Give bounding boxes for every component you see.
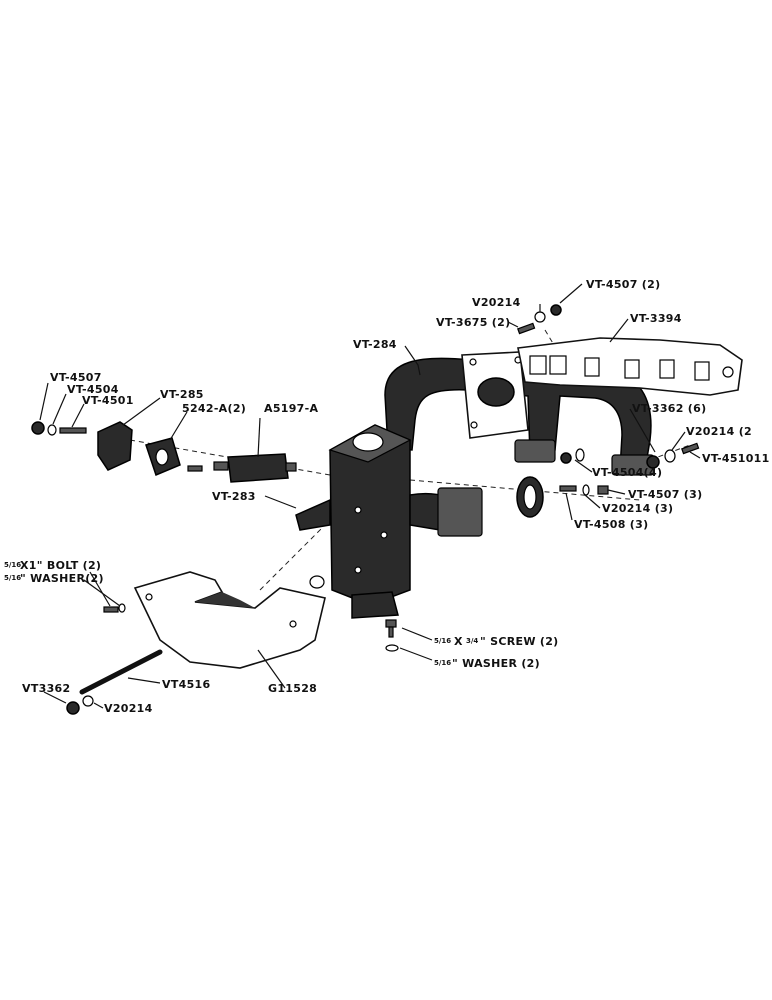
label-vt3362-left: VT3362 (22, 682, 70, 695)
label-vt4504-left: VT-4504 (67, 383, 119, 396)
right-fasteners (559, 442, 700, 496)
nut-vt4507-left (31, 421, 45, 435)
label-v20214-bottom: V20214 (104, 702, 153, 715)
label-a5197a: A5197-A (264, 402, 318, 415)
leader-lines (39, 283, 701, 709)
label-vt3675: VT-3675 (2) (436, 316, 510, 329)
thermostat-valve-assembly (31, 421, 297, 483)
label-g11528: G11528 (268, 682, 317, 695)
label-vt284: VT-284 (353, 338, 397, 351)
frac-washer: 5/16 (4, 574, 21, 582)
label-screw: " SCREW (2) (480, 635, 559, 648)
top-fasteners (517, 304, 562, 335)
label-vt4507-left: VT-4507 (50, 371, 102, 384)
frac-screw-a: 5/16 (434, 637, 451, 645)
label-vt4516: VT4516 (162, 678, 210, 691)
label-5242a: 5242-A(2) (182, 402, 246, 415)
manifold-gasket-vt3394 (517, 337, 743, 396)
part-labels: VT-4507 (2) V20214 VT-3675 (2) VT-3394 V… (4, 278, 770, 715)
exhaust-manifold-vt284 (384, 351, 655, 476)
label-vt285: VT-285 (160, 388, 204, 401)
label-v20214-right: V20214 (2 (686, 425, 752, 438)
heat-shield-g11528 (133, 571, 326, 669)
label-vt283: VT-283 (212, 490, 256, 503)
heat-chamber-vt283 (295, 424, 483, 619)
stud-rod-vt4516 (79, 649, 163, 695)
label-washer2: " WASHER (2) (452, 657, 540, 670)
frac-washer2: 5/16 (434, 659, 451, 667)
label-vt3362-6: VT-3362 (6) (632, 402, 706, 415)
label-v20214-top: V20214 (472, 296, 521, 309)
label-vt4508-3: VT-4508 (3) (574, 518, 648, 531)
bolt-vt4501-left (59, 427, 87, 434)
frac-bolt: 5/16 (4, 561, 21, 569)
bottom-screw-washer (385, 619, 399, 652)
label-vt451011: VT-451011 (702, 452, 770, 465)
label-bolt: X1" BOLT (2) (20, 559, 101, 572)
svg-text:X: X (454, 635, 463, 648)
spring-a5197a (227, 453, 289, 483)
label-v20214-3: V20214 (3) (602, 502, 673, 515)
label-vt4501-left: VT-4501 (82, 394, 134, 407)
valve-vt285 (97, 421, 133, 471)
label-vt3394: VT-3394 (630, 312, 682, 325)
label-vt4504-4: VT-4504(4) (592, 466, 662, 479)
label-vt4507-3: VT-4507 (3) (628, 488, 702, 501)
label-vt4507-top: VT-4507 (2) (586, 278, 660, 291)
washer-vt4504-left (47, 424, 57, 436)
frac-screw-b: 3/4 (466, 637, 478, 645)
label-washer: " WASHER(2) (20, 572, 104, 585)
lower-left-fasteners (66, 603, 163, 715)
chamber-gasket-ring (309, 575, 325, 589)
